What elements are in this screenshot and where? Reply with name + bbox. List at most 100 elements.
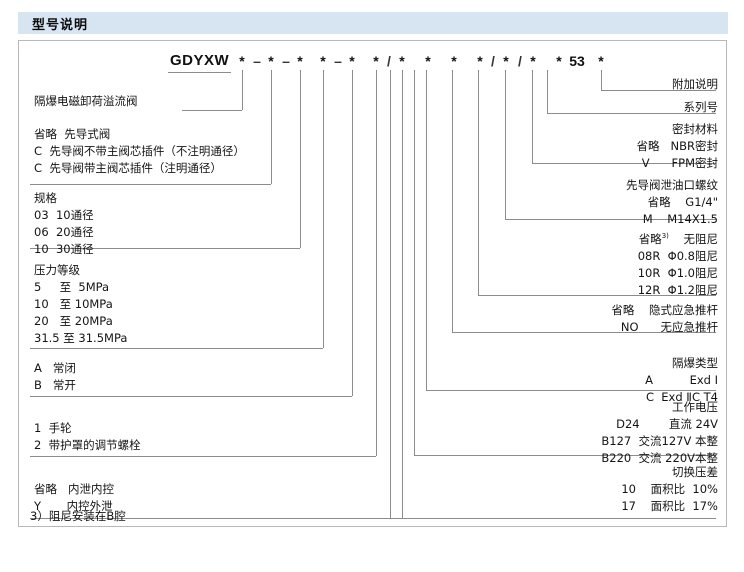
label-damping: 省略3) 无阻尼 08R Φ0.8阻尼 10R Φ1.0阻尼 12R Φ1.2阻… (638, 228, 718, 299)
code-separator: – (253, 53, 261, 69)
diagram-frame (18, 40, 727, 527)
code-token: * (349, 53, 355, 69)
leader-line-vertical (426, 70, 427, 390)
label-line: 10 面积比 10% (621, 482, 718, 496)
label-line: A 常闭 (34, 361, 76, 375)
leader-line-horizontal (30, 184, 271, 185)
leader-line-horizontal (30, 248, 300, 249)
label-line: C Exd ⅡC T4 (645, 390, 718, 404)
label-line: 省略 先导式阀 (34, 127, 111, 141)
label-line: Y 内控外泄 (34, 499, 113, 513)
label-pilot-type: 省略 先导式阀 C 先导阀不带主阀芯插件（不注明通径） C 先导阀带主阀芯插件（… (34, 126, 245, 177)
model-code-row: * – * – * * – * * / * * * * / * / * * 53… (0, 52, 744, 72)
label-line: 切换压差 (672, 465, 718, 479)
label-line: 17 面积比 17% (621, 499, 718, 513)
code-token: * (425, 53, 431, 69)
code-token: * (399, 53, 405, 69)
code-token: * (297, 53, 303, 69)
leader-line-horizontal (414, 455, 716, 456)
footnote: 3）阻尼安装在B腔 (30, 509, 126, 523)
label-line: 省略3) 无阻尼 (638, 231, 718, 246)
label-line: A Exd Ⅰ (645, 373, 718, 387)
leader-line-horizontal (30, 396, 352, 397)
label-line: 先导阀泄油口螺纹 (626, 178, 718, 192)
label-line: 5 至 5MPa (34, 280, 110, 294)
code-token: * (373, 53, 379, 69)
label-line: B127 交流127V 本整 (601, 434, 718, 448)
page-title: 型号说明 (32, 18, 89, 33)
label-line: 省略 隐式应急推杆 (611, 303, 718, 317)
label-adjust-type: 1 手轮 2 带护罩的调节螺栓 (34, 420, 141, 454)
label-line: 隔爆类型 (672, 356, 718, 370)
label-line: 规格 (34, 191, 57, 205)
label-line: B 常开 (34, 378, 76, 392)
leader-line-horizontal (505, 219, 716, 220)
section-header-band (18, 12, 728, 34)
label-spec-size: 规格 03 10通径 06 20通径 10 30通径 (34, 190, 94, 258)
leader-line-horizontal (601, 90, 716, 91)
leader-line-horizontal (452, 332, 716, 333)
label-line: 12R Φ1.2阻尼 (637, 282, 718, 297)
leader-line-horizontal (532, 163, 716, 164)
label-line: 省略 G1/4" (647, 195, 718, 209)
leader-line-vertical (478, 70, 479, 295)
label-line: 06 20通径 (34, 225, 94, 239)
leader-line-vertical (402, 70, 403, 518)
code-token: * (556, 53, 562, 69)
code-token: * (503, 53, 509, 69)
label-line: 10 30通径 (34, 242, 94, 256)
label-emergency-rod: 省略 隐式应急推杆 NO 无应急推杆 (611, 302, 718, 336)
label-line: 10R Φ1.0阻尼 (637, 265, 718, 280)
label-line: 密封材料 (672, 122, 718, 136)
code-token: * (239, 53, 245, 69)
label-line: C 先导阀不带主阀芯插件（不注明通径） (34, 144, 245, 158)
leader-line-vertical (300, 70, 301, 248)
leader-line-horizontal (182, 110, 242, 111)
leader-line-vertical (452, 70, 453, 332)
code-separator: / (387, 53, 391, 69)
label-line: B220 交流 220V本整 (601, 451, 718, 465)
leader-line-vertical (352, 70, 353, 396)
label-line: 隔爆电磁卸荷溢流阀 (34, 94, 138, 108)
label-switch-pressure: 切换压差 10 面积比 10% 17 面积比 17% (621, 464, 718, 515)
leader-line-vertical (414, 70, 415, 455)
code-separator: / (518, 53, 522, 69)
leader-line-vertical (323, 70, 324, 348)
label-line: 系列号 (683, 100, 719, 114)
label-normal-state: A 常闭 B 常开 (34, 360, 76, 394)
base-model-code: GDYXW (168, 52, 232, 73)
leader-line-horizontal (547, 113, 716, 114)
leader-line-horizontal (30, 518, 402, 519)
leader-line-vertical (532, 70, 533, 163)
leader-line-horizontal (30, 456, 376, 457)
leader-line-horizontal (478, 295, 716, 296)
label-line: NO 无应急推杆 (620, 320, 718, 334)
label-line: 工作电压 (672, 400, 718, 414)
label-drain-control: 省略 内泄内控 Y 内控外泄 (34, 481, 114, 515)
series-number-token: 53 (569, 53, 585, 69)
code-separator: / (491, 53, 495, 69)
code-token: * (477, 53, 483, 69)
label-line: 10 至 10MPa (34, 297, 113, 311)
code-token: * (268, 53, 274, 69)
leader-line-vertical (242, 70, 243, 110)
label-product-name: 隔爆电磁卸荷溢流阀 (34, 93, 138, 110)
label-line: 压力等级 (34, 263, 80, 277)
label-pilot-drain-thread: 先导阀泄油口螺纹 省略 G1/4" M M14X1.5 (626, 177, 718, 228)
label-line: 1 手轮 (34, 421, 72, 435)
leader-line-vertical (376, 70, 377, 456)
label-additional-note: 附加说明 (672, 76, 718, 93)
label-line: 2 带护罩的调节螺栓 (34, 438, 141, 452)
label-line: M M14X1.5 (642, 212, 718, 226)
leader-line-horizontal (426, 390, 716, 391)
leader-line-vertical (601, 70, 602, 90)
leader-line-vertical (390, 70, 391, 518)
leader-line-horizontal (390, 518, 716, 519)
label-pressure-rating: 压力等级 5 至 5MPa 10 至 10MPa 20 至 20MPa 31.5… (34, 262, 127, 347)
label-seal-material: 密封材料 省略 NBR密封 V FPM密封 (637, 121, 718, 172)
label-series-number: 系列号 (684, 99, 719, 116)
code-separator: – (282, 53, 290, 69)
leader-line-vertical (547, 70, 548, 113)
label-line: 附加说明 (672, 77, 718, 91)
label-line: 省略 NBR密封 (636, 139, 718, 153)
